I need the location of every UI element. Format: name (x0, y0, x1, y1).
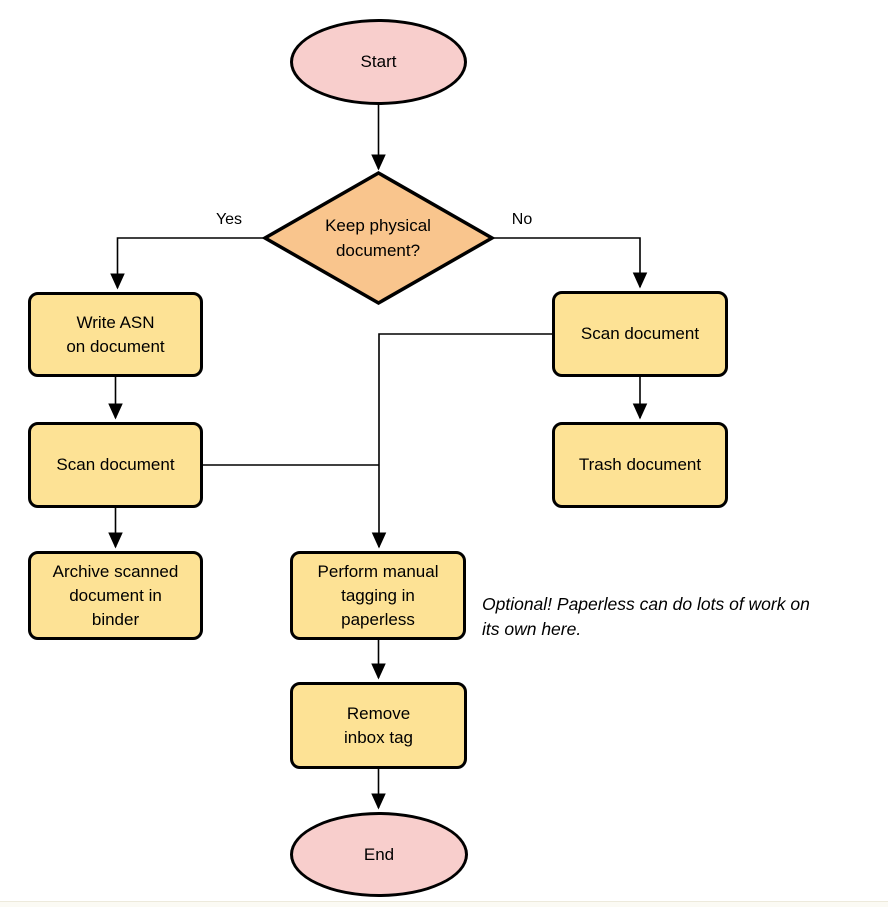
node-end: End (290, 812, 468, 897)
edge-decision-no-branch (492, 237, 648, 289)
node-trash-document: Trash document (552, 422, 728, 508)
node-archive-line1: Archive scanned (52, 561, 179, 581)
node-manual-tagging-line2: tagging in (341, 585, 415, 605)
node-archive-binder: Archive scanned document in binder (28, 551, 203, 640)
node-remove-inbox-tag: Remove inbox tag (290, 682, 467, 769)
optional-annotation-line2: its own here. (482, 619, 582, 639)
decision-shape (261, 170, 496, 306)
node-scan-document-left-label: Scan document (56, 455, 175, 474)
node-write-asn-line1: Write ASN (76, 312, 155, 332)
node-end-label: End (363, 844, 395, 864)
node-archive-line3: binder (91, 609, 140, 629)
optional-annotation-line1: Optional! Paperless can do lots of work … (482, 594, 810, 614)
optional-annotation: Optional! Paperless can do lots of work … (482, 592, 810, 642)
node-decision-line2: document? (335, 241, 421, 260)
edge-decision-yes-branch (110, 237, 265, 290)
node-write-asn-line2: on document (66, 336, 165, 356)
node-remove-inbox-line1: Remove (346, 703, 411, 723)
node-manual-tagging-line3: paperless (341, 609, 415, 629)
node-scan-document-left: Scan document (28, 422, 203, 508)
edge-label-yes: Yes (215, 211, 243, 228)
node-remove-inbox-line2: inbox tag (344, 727, 413, 747)
node-start: Start (290, 19, 467, 105)
node-archive-line2: document in (69, 585, 162, 605)
node-decision: Keep physical document? (278, 210, 478, 266)
node-manual-tagging: Perform manual tagging in paperless (290, 551, 466, 640)
edge-scanright-to-tagging (371, 333, 552, 549)
node-write-asn: Write ASN on document (28, 292, 203, 377)
node-manual-tagging-line1: Perform manual (317, 561, 439, 581)
bottom-page-edge (0, 901, 888, 907)
node-scan-document-right-label: Scan document (580, 324, 700, 343)
node-start-label: Start (360, 52, 397, 71)
node-trash-document-label: Trash document (578, 455, 702, 474)
edge-label-no: No (511, 211, 533, 228)
node-decision-line1: Keep physical (325, 216, 431, 235)
node-scan-document-right: Scan document (552, 291, 728, 377)
